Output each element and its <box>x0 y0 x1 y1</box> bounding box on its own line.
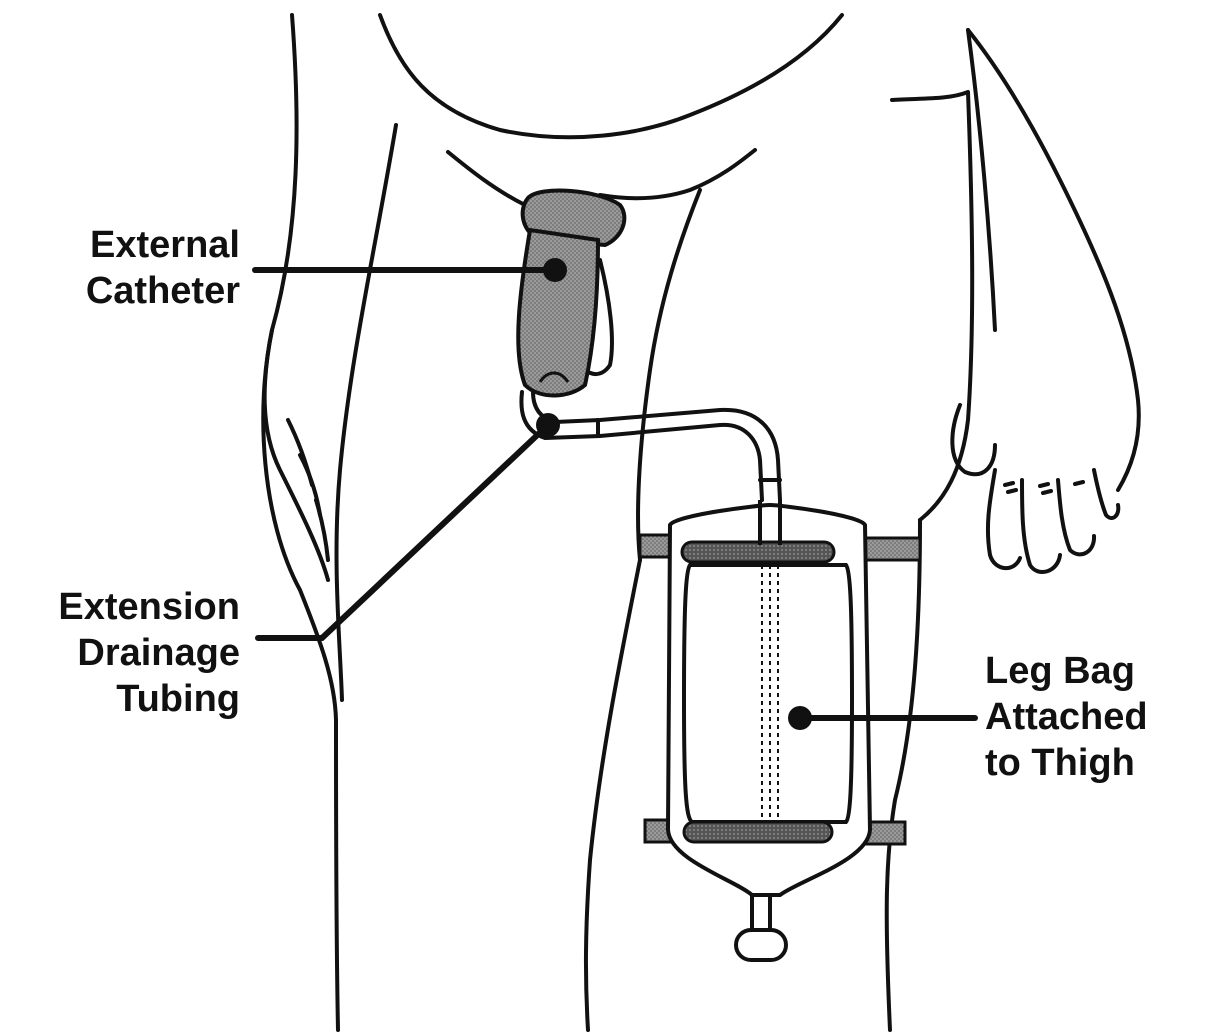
label-extension-tubing-line-2: Drainage <box>77 632 240 674</box>
bag-bottom-strip <box>682 820 834 844</box>
leg-bag <box>638 500 922 962</box>
label-leg-bag-line-1: Leg Bag <box>985 650 1135 692</box>
label-external-catheter: External Catheter <box>20 222 240 314</box>
right-hand-outline <box>950 403 997 476</box>
label-external-catheter-line-2: Catheter <box>85 270 240 312</box>
label-extension-tubing-line-3: Tubing <box>116 678 240 720</box>
left-hand-outline <box>262 328 330 582</box>
bag-drain-cap <box>734 928 788 962</box>
leader-dot-catheter <box>543 258 567 282</box>
groin-right-line <box>598 148 757 201</box>
right-hand-finger-1 <box>985 468 1022 571</box>
abdomen-curve <box>378 13 844 140</box>
label-extension-tubing-line-1: Extension <box>58 586 240 628</box>
label-extension-tubing: Extension Drainage Tubing <box>10 584 240 722</box>
right-hand-finger-3 <box>1056 478 1096 557</box>
right-inner-thigh <box>636 188 702 562</box>
right-arm-inner <box>966 28 997 332</box>
upper-strap-right <box>858 536 922 562</box>
right-hand-finger-2 <box>1020 478 1062 575</box>
leader-extension-tubing <box>255 422 551 641</box>
label-leg-bag-line-2: Attached <box>985 696 1148 738</box>
leader-dot-leg-bag <box>788 706 812 730</box>
bag-inlet-tube <box>758 500 782 545</box>
groin-left-line <box>446 150 527 207</box>
right-arm-outline <box>966 28 1141 492</box>
right-thigh-outer <box>884 518 922 1032</box>
catheter-sheath <box>516 227 601 398</box>
label-external-catheter-line-1: External <box>90 224 240 266</box>
label-leg-bag-line-3: to Thigh <box>985 742 1135 784</box>
bag-center-dashes <box>761 565 779 822</box>
right-thigh-inner <box>583 558 642 1032</box>
left-leg-outline <box>261 13 340 1032</box>
right-torso-outline <box>890 90 975 522</box>
leader-dot-tubing <box>536 413 560 437</box>
left-hand-finger-3 <box>314 498 330 562</box>
drainage-tubing <box>519 390 782 502</box>
catheter-tip-lines <box>538 371 570 383</box>
right-hand-finger-4 <box>1092 468 1121 520</box>
left-leg-inner-outline <box>334 123 398 702</box>
right-hand-knuckle-marks <box>1003 480 1085 495</box>
bag-inner <box>681 563 855 824</box>
label-leg-bag: Leg Bag Attached to Thigh <box>985 648 1185 786</box>
